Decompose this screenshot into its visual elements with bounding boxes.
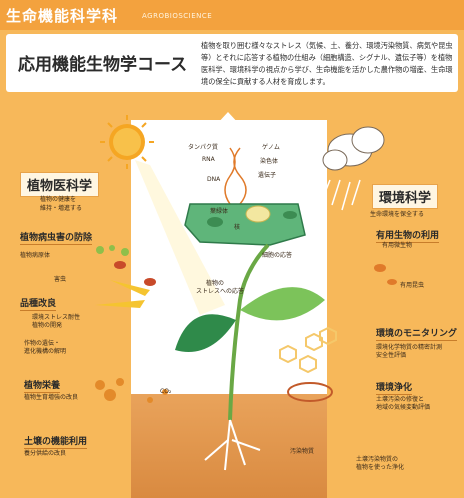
section-pest-control: 植物病虫害の防除 — [20, 230, 93, 245]
label-rna: RNA — [202, 156, 215, 163]
label-pathogen: 植物病原体 — [20, 252, 51, 259]
course-title: 応用機能生物学コース — [18, 55, 188, 75]
label-soil-remediation: 土壌汚染の修復と — [376, 396, 425, 403]
label-chemical-measurement: 環境化学物質の精密計測 — [376, 344, 443, 351]
label-crop-genetics-2: 進化機構の解明 — [24, 348, 67, 355]
label-dna: DNA — [207, 176, 221, 183]
header-bar — [0, 0, 464, 30]
cell-icon — [184, 203, 306, 246]
label-stress-response-1: 植物の — [206, 280, 225, 287]
roots-icon — [204, 419, 261, 471]
label-genome: ゲノム — [262, 144, 280, 151]
nutrient-particles-icons — [95, 378, 168, 403]
molecule-hexagon-icons — [279, 326, 337, 374]
category-plant-medicine: 植物医科学 — [20, 172, 100, 197]
up-arrow-icon — [216, 112, 240, 150]
label-stress-tolerance: 環境ストレス耐性 — [32, 314, 81, 321]
category-environmental-science: 環境科学 — [372, 184, 439, 209]
course-box — [6, 34, 458, 92]
dna-helix-icon — [224, 147, 247, 205]
section-plant-nutrition: 植物栄養 — [24, 378, 61, 393]
cloud-icon — [322, 126, 385, 171]
label-pest: 害虫 — [54, 276, 67, 283]
label-gene: 遺伝子 — [258, 172, 277, 179]
label-pollutant: 汚染物質 — [290, 448, 315, 455]
sunlight-rays-icon — [135, 160, 225, 315]
label-phytoremediation-1: 土壌汚染物質の — [356, 456, 399, 463]
label-nucleus: 核 — [234, 224, 241, 231]
label-growth-improvement: 植物生育増強の改良 — [24, 394, 79, 401]
category-plant-medicine-desc-1: 植物の健康を — [40, 196, 77, 203]
plant-icon — [175, 243, 325, 421]
sun-icon — [100, 115, 154, 169]
bacteria-icons — [96, 245, 129, 256]
label-chromosome: 染色体 — [260, 158, 279, 165]
label-nutrient-supply: 養分供給の改良 — [24, 450, 67, 457]
section-useful-organisms: 有用生物の利用 — [376, 228, 440, 243]
cycle-arrow-icon — [287, 382, 333, 402]
label-safety-evaluation: 安全性評価 — [376, 352, 407, 359]
label-co2: CO₂ — [160, 388, 172, 395]
label-cell-response: 細胞の応答 — [262, 252, 293, 259]
stress-arrow-icons — [95, 280, 150, 308]
category-plant-medicine-desc-2: 維持・増進する — [40, 205, 83, 212]
label-useful-microbes: 有用微生物 — [382, 242, 413, 249]
label-plant-development: 植物の開発 — [32, 322, 63, 329]
section-environment-monitoring: 環境のモニタリング — [376, 326, 458, 341]
label-protein: タンパク質 — [188, 144, 219, 151]
category-environmental-science-desc: 生命環境を保全する — [370, 211, 425, 218]
section-environment-remediation: 環境浄化 — [376, 380, 413, 395]
section-breeding: 品種改良 — [20, 296, 57, 311]
department-subtitle: AGROBIOSCIENCE — [142, 12, 213, 20]
rain-icon — [313, 179, 361, 211]
label-climate-evaluation: 地域の気候変動評価 — [376, 404, 431, 411]
insect-icons — [114, 261, 397, 286]
label-crop-genetics-1: 作物の遺伝・ — [24, 340, 61, 347]
section-soil-function: 土壌の機能利用 — [24, 434, 88, 449]
label-stress-response-2: ストレスへの応答 — [196, 288, 245, 295]
label-chloroplast: 葉緑体 — [210, 208, 229, 215]
label-useful-insects: 有用昆虫 — [400, 282, 425, 289]
department-title: 生命機能科学科 — [6, 7, 119, 25]
course-description: 植物を取り囲む様々なストレス（気候、土、養分、環境汚染物質、病気や昆虫等）とそれ… — [201, 41, 453, 86]
label-phytoremediation-2: 植物を使った浄化 — [356, 464, 405, 471]
